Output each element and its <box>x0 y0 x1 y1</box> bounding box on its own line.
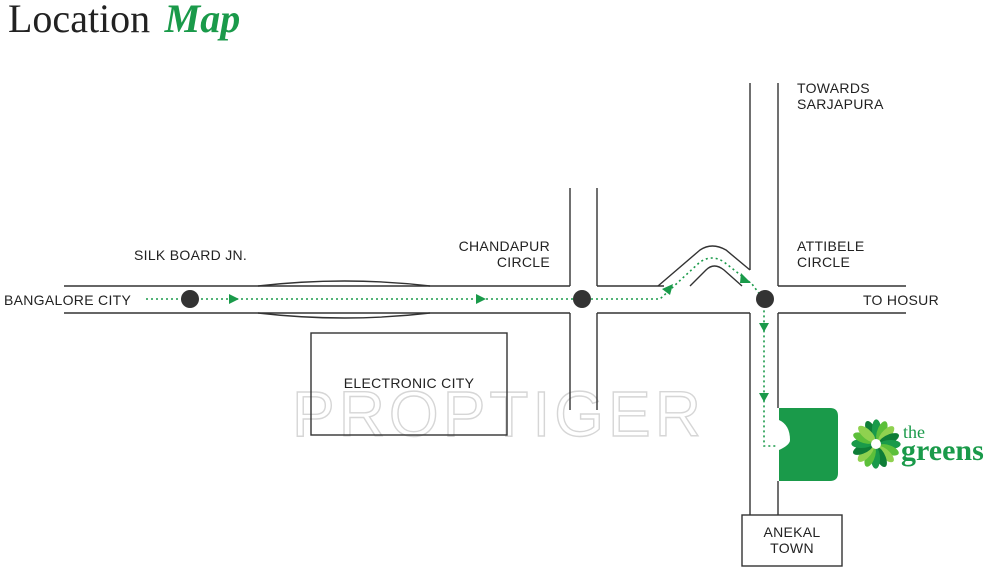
label-attibele-line2: CIRCLE <box>797 254 850 270</box>
junction-dot-icon <box>181 290 199 308</box>
brand-logo: the greens <box>851 419 984 469</box>
map-title-accent: Map <box>164 0 241 41</box>
electronic-city-block <box>310 332 508 436</box>
brand-name-line2: greens <box>901 434 984 467</box>
label-anekal-line2: TOWN <box>770 540 814 556</box>
route-arrow-icon <box>476 294 486 304</box>
sarjapura-road <box>749 83 779 515</box>
flower-logo-icon <box>851 419 901 469</box>
label-attibele-line1: ATTIBELE <box>797 238 865 254</box>
label-electronic-city: ELECTRONIC CITY <box>344 375 475 391</box>
label-anekal-line1: ANEKAL <box>763 524 820 540</box>
watermark: PROPTIGER <box>292 378 705 450</box>
overpass-loop <box>657 245 751 287</box>
map-title: Location Map <box>8 0 240 41</box>
label-bangalore-city: BANGALORE CITY <box>4 292 131 308</box>
brand-name-line1: the <box>903 422 925 442</box>
route-arrow-icon <box>759 323 769 332</box>
label-chandapur-line1: CHANDAPUR <box>459 238 550 254</box>
chandapur-road <box>569 188 598 410</box>
project-site-marker <box>779 408 838 481</box>
label-to-hosur: TO HOSUR <box>863 292 939 308</box>
junction-dot-icon <box>573 290 591 308</box>
label-silk-board: SILK BOARD JN. <box>134 247 247 263</box>
route-arrow-icon <box>740 273 751 283</box>
route-arrow-icon <box>662 284 673 295</box>
route-arrow-icon <box>229 294 239 304</box>
label-towards-line2: SARJAPURA <box>797 96 884 112</box>
label-towards-line1: TOWARDS <box>797 80 870 96</box>
label-chandapur-line2: CIRCLE <box>497 254 550 270</box>
junction-dot-icon <box>756 290 774 308</box>
main-road <box>64 280 906 319</box>
map-title-main: Location <box>8 0 150 41</box>
route-arrow-icon <box>759 393 769 402</box>
anekal-town-box <box>741 514 843 567</box>
